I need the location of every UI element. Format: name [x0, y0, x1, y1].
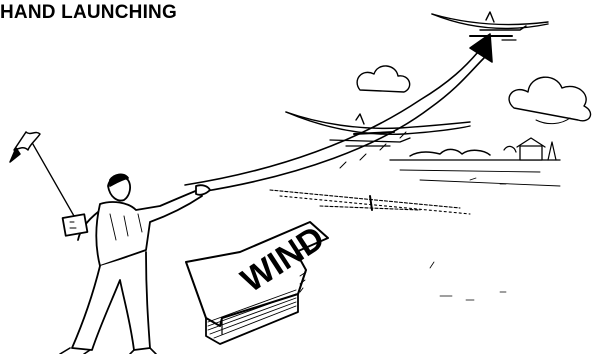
cloud-left: [357, 66, 410, 92]
flight-path-arrow: [185, 34, 492, 192]
glider-top-icon: [432, 12, 548, 40]
glider-shadow: [270, 190, 470, 214]
ground-marks: [430, 178, 506, 300]
flag-icon: [10, 132, 74, 216]
glider-middle-icon: [286, 112, 470, 146]
horizon-farm: [390, 138, 560, 186]
cloud-right: [509, 77, 590, 123]
